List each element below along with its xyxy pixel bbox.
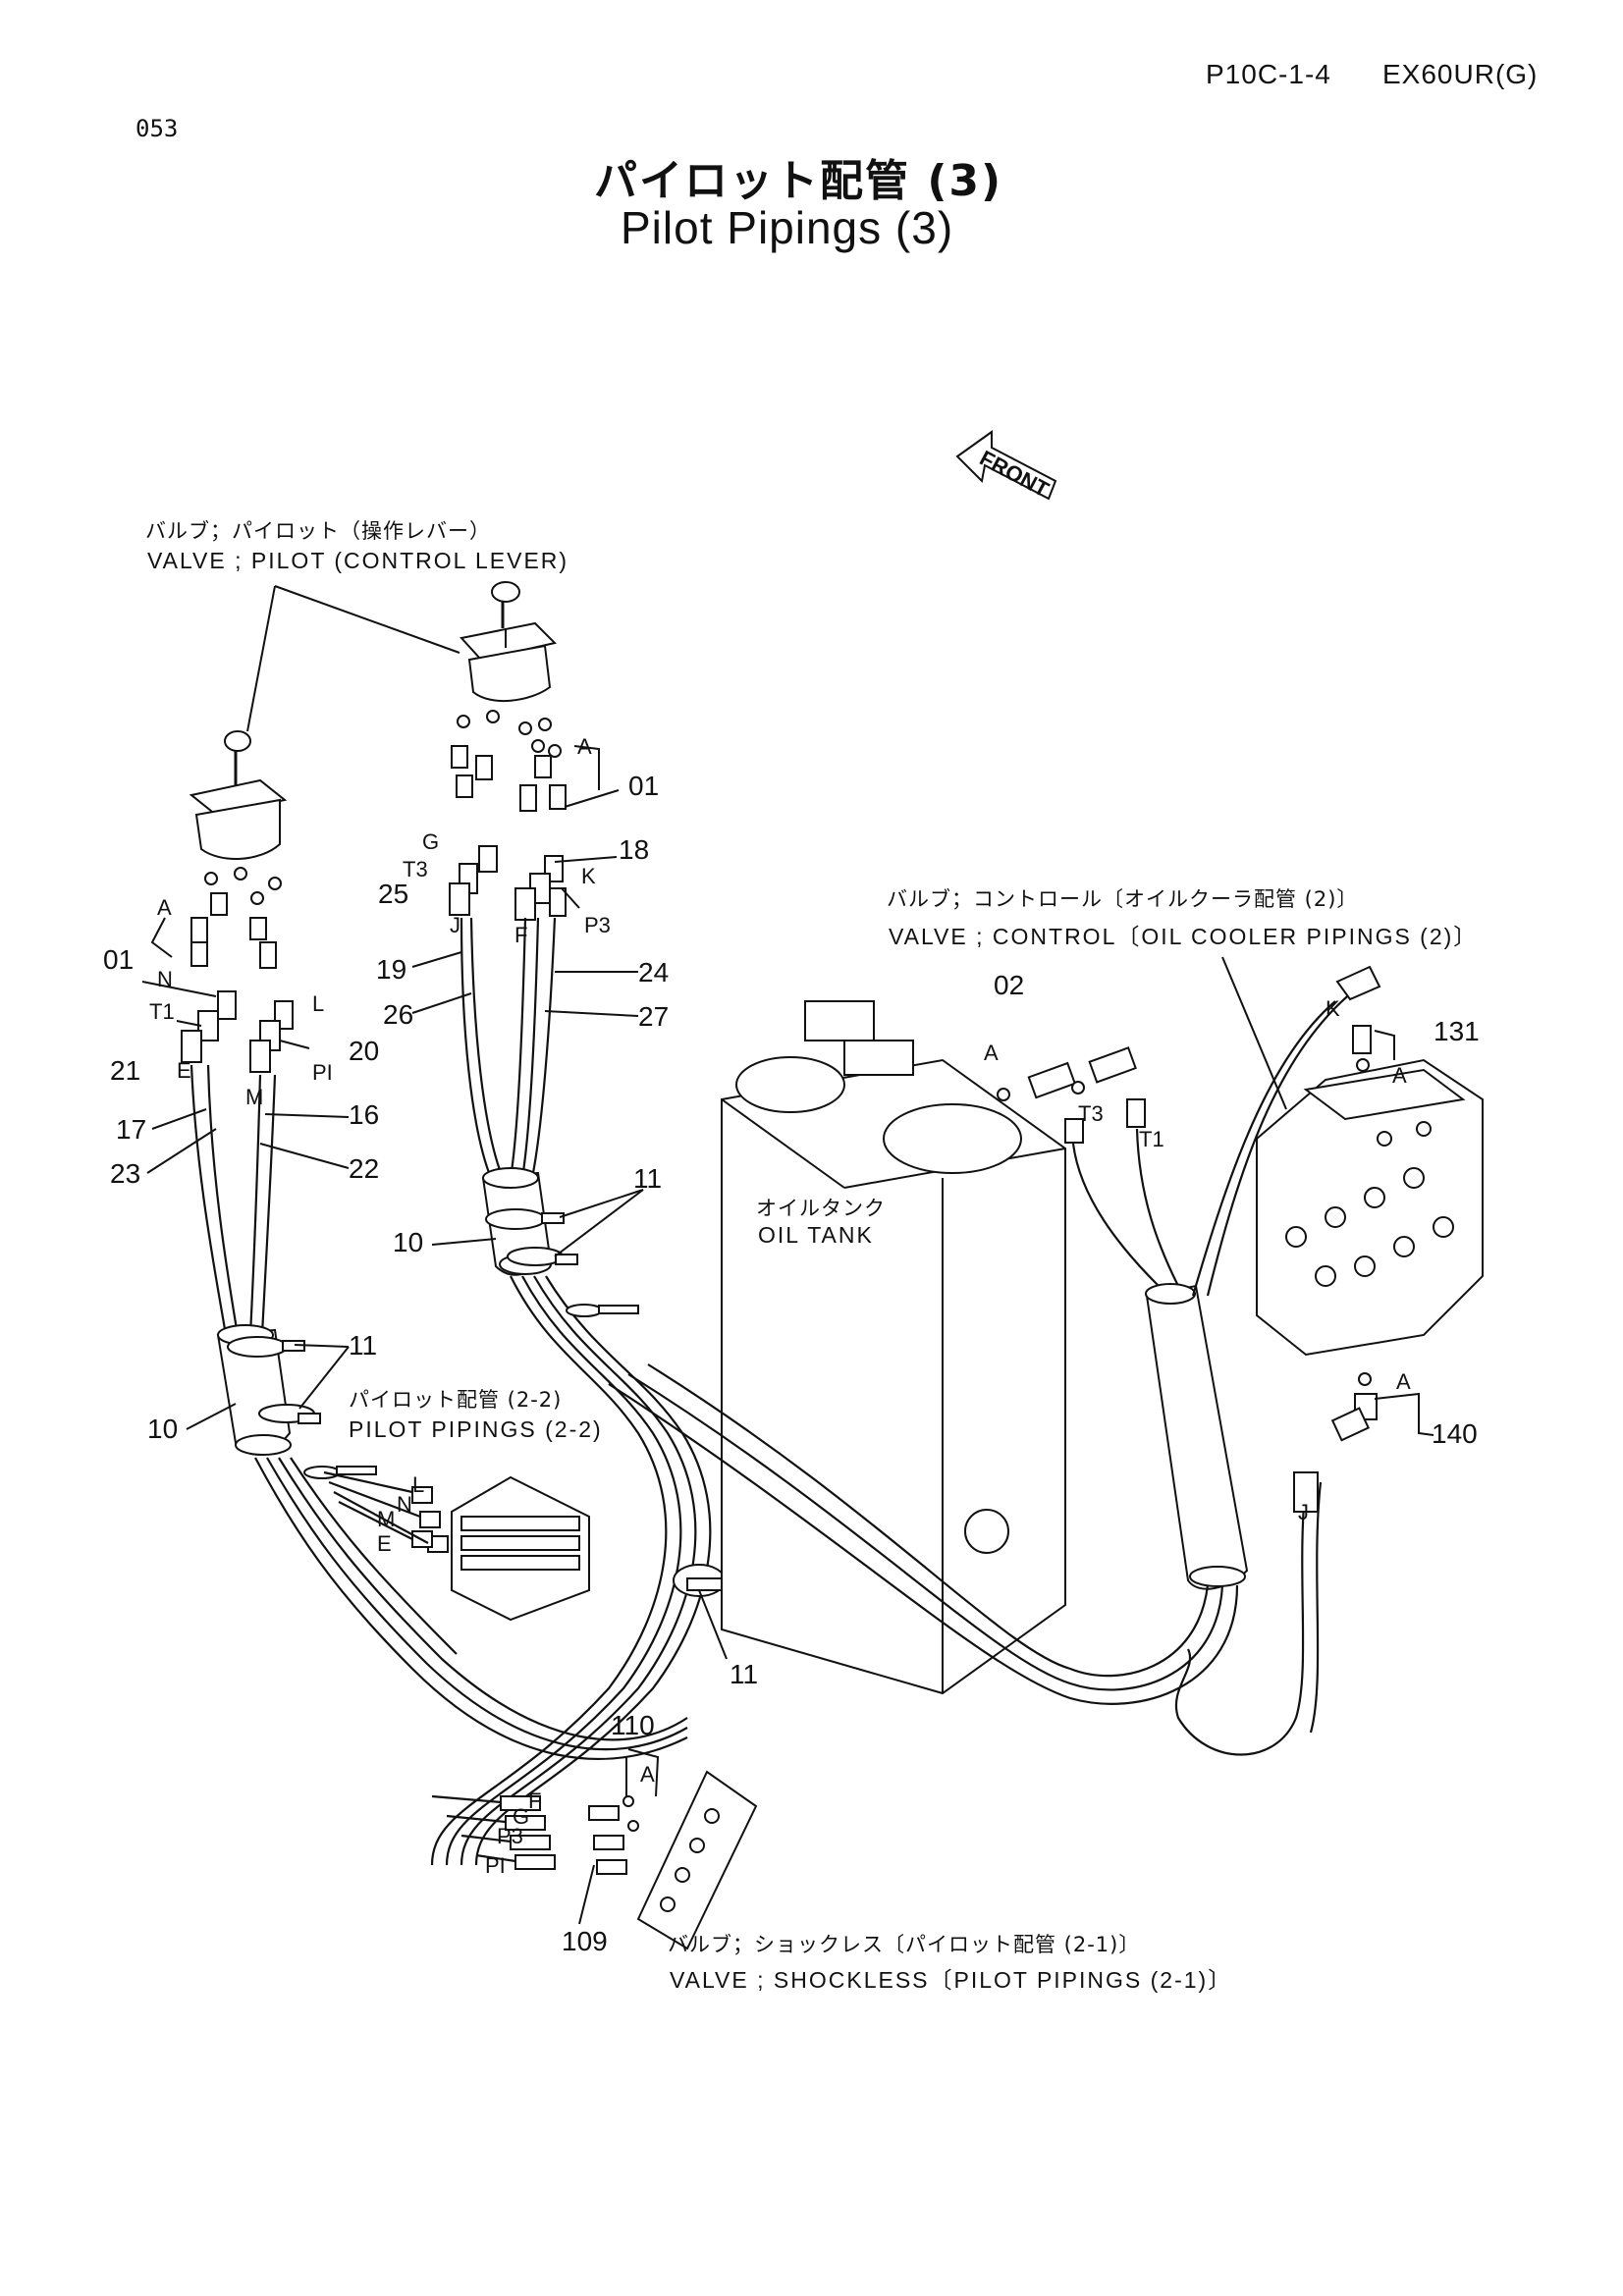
port-letter: PI [485, 1853, 506, 1878]
part-number: 109 [562, 1926, 608, 1956]
port-letter: A [984, 1041, 999, 1065]
port-letter: K [1325, 996, 1340, 1021]
part-number: 01 [103, 944, 135, 975]
leader-line [1374, 1030, 1395, 1060]
valve-shockless-caption-en: VALVE ; SHOCKLESS〔PILOT PIPINGS (2-1)〕 [670, 1967, 1233, 1993]
oil-tank [721, 1000, 1066, 1695]
part-number: 17 [116, 1114, 147, 1145]
oil-tank-label-jp: オイルタンク [756, 1197, 886, 1220]
part-number: 25 [378, 879, 409, 909]
fittings-01-right [451, 710, 567, 812]
port-letter: A [577, 734, 592, 759]
page-number: 053 [135, 115, 179, 142]
part-number: 131 [1434, 1016, 1480, 1046]
leader-line [1374, 1392, 1434, 1436]
port-letter: P3 [497, 1824, 523, 1848]
port-letter: F [514, 923, 528, 947]
part-number: 26 [383, 999, 414, 1030]
valve-pilot-caption-en: VALVE ; PILOT (CONTROL LEVER) [147, 548, 569, 573]
port-letter: L [312, 991, 325, 1016]
port-letter: G [422, 829, 440, 854]
port-letter: G [513, 1804, 530, 1829]
part-number: 140 [1432, 1418, 1478, 1449]
hose-bundle-left [189, 1064, 688, 1760]
port-letter: J [1298, 1500, 1309, 1524]
pilot-piping-block-2-2 [323, 1470, 590, 1622]
part-number: 110 [611, 1710, 655, 1740]
control-valve [1256, 1025, 1484, 1442]
pilot-valve-left [189, 730, 288, 860]
part-leaders [141, 856, 728, 1660]
port-letter: A [1392, 1063, 1407, 1088]
hose-ends-left [181, 990, 294, 1073]
tank-return-hoses [608, 965, 1381, 1756]
port-letter: N [397, 1492, 412, 1517]
clamp-11 [227, 1208, 747, 1597]
port-letter: M [245, 1085, 264, 1109]
port-letter: PI [312, 1060, 333, 1085]
port-letter: T3 [403, 857, 428, 881]
valve-control-caption-en: VALVE ; CONTROL〔OIL COOLER PIPINGS (2)〕 [889, 924, 1479, 949]
hose-ends-right [449, 845, 567, 921]
title-japanese: パイロット配管 (3) [594, 156, 1003, 206]
fittings-109-110 [431, 1794, 639, 1875]
port-letter: K [581, 864, 596, 888]
port-letter: T1 [1139, 1127, 1164, 1151]
part-number: 01 [628, 771, 660, 801]
leader-line [274, 585, 460, 654]
fittings-01-left [190, 867, 282, 969]
part-number: 23 [110, 1158, 141, 1189]
port-letter: L [412, 1472, 425, 1497]
part-number: 27 [638, 1001, 670, 1032]
port-letter: M [377, 1507, 396, 1531]
part-number: 11 [349, 1330, 378, 1361]
valve-shockless-caption-jp: バルブ；ショックレス〔パイロット配管 (2-1)〕 [668, 1933, 1141, 1956]
page-code: P10C-1-4 [1206, 59, 1331, 89]
port-letter: N [157, 967, 173, 991]
shockless-valve [636, 1770, 758, 1950]
fittings-02 [997, 1046, 1146, 1144]
part-number: 10 [393, 1227, 424, 1257]
pilot-pipings-caption-en: PILOT PIPINGS (2-2) [349, 1416, 603, 1442]
leader-line [578, 1864, 595, 1925]
port-letter: F [528, 1789, 542, 1813]
port-letter: A [157, 895, 172, 920]
leader-line [150, 917, 173, 958]
valve-control-caption-jp: バルブ；コントロール〔オイルクーラ配管 (2)〕 [887, 887, 1359, 911]
leader-line [573, 745, 600, 790]
oil-tank-label-en: OIL TANK [758, 1222, 874, 1248]
pilot-pipings-caption-jp: パイロット配管 (2-2) [349, 1388, 563, 1412]
part-number: 18 [619, 834, 650, 865]
port-letter: J [450, 913, 460, 937]
part-number: 11 [633, 1163, 663, 1194]
leader-line [627, 1748, 660, 1797]
port-letter: E [377, 1531, 392, 1556]
part-number: 02 [994, 970, 1025, 1000]
model-name: EX60UR(G) [1382, 59, 1539, 89]
pilot-valve-right [460, 581, 557, 703]
port-letter: T3 [1078, 1101, 1104, 1126]
port-letter: P3 [584, 913, 611, 937]
port-letter: A [640, 1762, 655, 1787]
leader-line [246, 585, 276, 732]
part-number: 24 [638, 957, 670, 988]
leader-line [564, 789, 620, 808]
valve-pilot-caption-jp: バルブ；パイロット（操作レバー） [145, 519, 491, 543]
part-number: 16 [349, 1099, 380, 1130]
port-letter: T1 [149, 999, 175, 1024]
port-letter: A [1396, 1369, 1411, 1394]
front-arrow-icon [955, 430, 1057, 501]
part-number: 19 [376, 954, 407, 985]
port-letter: E [177, 1058, 191, 1083]
title-english: Pilot Pipings (3) [621, 202, 954, 253]
part-number: 11 [730, 1659, 759, 1689]
part-number: 10 [147, 1414, 179, 1444]
leader-line [1221, 956, 1287, 1110]
part-number: 22 [349, 1153, 380, 1184]
part-number: 20 [349, 1036, 380, 1066]
part-number: 21 [110, 1055, 141, 1086]
